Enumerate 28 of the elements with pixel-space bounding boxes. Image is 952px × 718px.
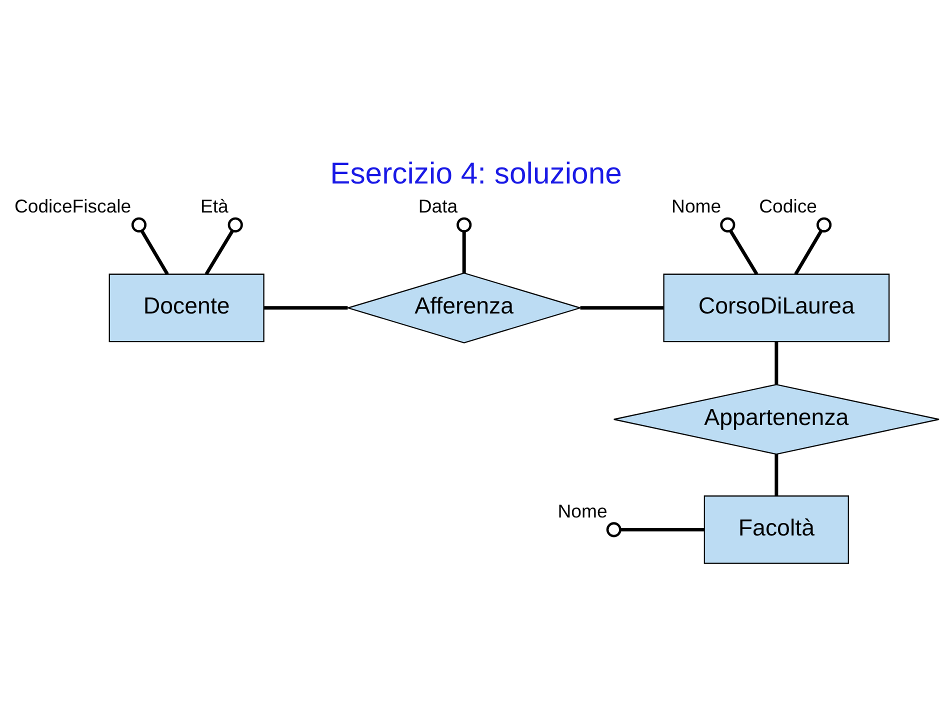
node-circle [720, 217, 736, 232]
node-circle [606, 522, 622, 538]
connector [204, 230, 234, 276]
node-box: Facoltà [704, 495, 849, 564]
connector [774, 342, 778, 384]
node-box: Docente [108, 274, 264, 342]
node-label: Codice [759, 195, 817, 216]
connector [264, 306, 348, 310]
node-circle [456, 217, 472, 232]
diagram-title: Esercizio 4: soluzione [330, 157, 622, 190]
node-label: Nome [672, 195, 722, 216]
connector [580, 306, 664, 310]
node-circle [228, 217, 243, 232]
connector [462, 231, 466, 274]
node-label: CodiceFiscale [14, 195, 132, 216]
node-label: Età [200, 195, 228, 216]
connector [729, 230, 758, 276]
node-diamond: Appartenenza [613, 384, 940, 455]
node-label: Nome [558, 500, 608, 522]
connector [794, 230, 823, 276]
node-circle [816, 217, 832, 232]
node-diamond: Afferenza [346, 272, 582, 344]
node-circle [131, 217, 147, 232]
connector [774, 454, 778, 496]
node-label: Data [418, 195, 458, 216]
connector [140, 230, 169, 276]
connector [620, 528, 704, 532]
node-box: CorsoDiLaurea [663, 274, 890, 342]
